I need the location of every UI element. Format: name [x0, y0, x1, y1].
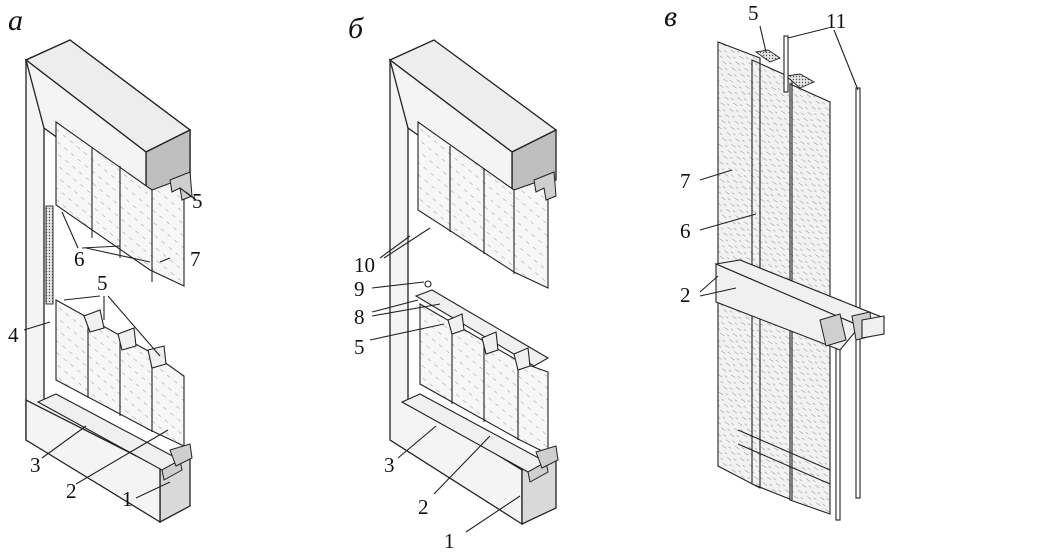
panel-b	[388, 39, 559, 526]
callout-v-7: 7	[680, 169, 691, 193]
tie-rod-left	[783, 35, 789, 93]
callout-a-5-top: 5	[192, 189, 203, 213]
callout-a-2: 2	[66, 479, 77, 503]
callout-v-11: 11	[826, 9, 846, 33]
callout-b-3: 3	[384, 453, 395, 477]
sealant-strip	[45, 205, 54, 305]
tie-rod-right	[855, 87, 861, 499]
callout-b-2: 2	[418, 495, 429, 519]
callout-a-7: 7	[190, 247, 201, 271]
callout-v-5: 5	[748, 1, 759, 25]
panel-v	[714, 35, 886, 521]
panel-label-v: в	[664, 0, 677, 33]
callout-v-2: 2	[680, 283, 691, 307]
callout-v-6: 6	[680, 219, 691, 243]
panel-label-b: б	[348, 12, 364, 45]
callout-b-1: 1	[444, 529, 455, 553]
top-seal	[754, 49, 781, 63]
fastener-bolt	[424, 280, 432, 288]
callout-a-6: 6	[74, 247, 85, 271]
top-profile-b	[533, 171, 557, 201]
callout-b-8: 8	[354, 305, 365, 329]
panel-a	[24, 39, 193, 524]
panel-label-a: а	[8, 4, 23, 37]
callout-b-5: 5	[354, 335, 365, 359]
callout-b-9: 9	[354, 277, 365, 301]
callout-a-1: 1	[122, 487, 133, 511]
callout-a-5-bottom: 5	[97, 271, 108, 295]
callout-b-10: 10	[354, 253, 375, 277]
callout-a-3: 3	[30, 453, 41, 477]
leader-lines	[23, 25, 859, 533]
callout-a-4: 4	[8, 323, 19, 347]
